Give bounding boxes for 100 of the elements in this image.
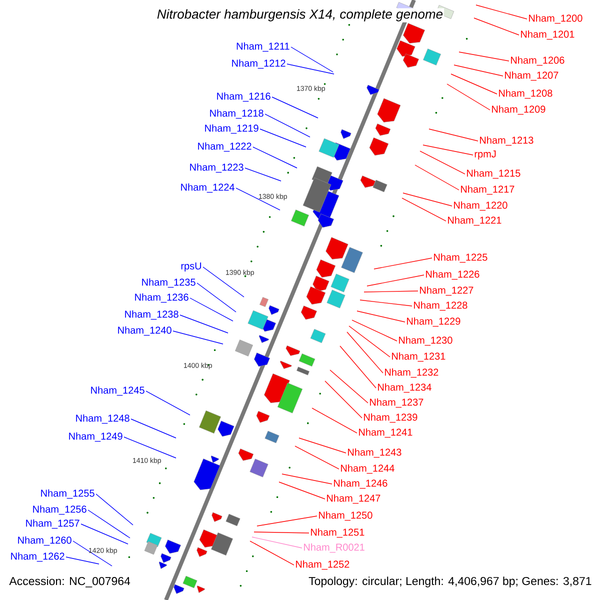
leader-line (146, 390, 190, 416)
leader-line (264, 114, 310, 138)
leader-line (420, 150, 466, 174)
gene-label: Nham_1234 (378, 383, 432, 393)
leader-line (402, 198, 446, 222)
leader-line (340, 346, 376, 388)
leader-line (260, 128, 306, 148)
gene-label: Nham_1244 (341, 464, 394, 474)
genome-info-text: Topology: circular; Length: 4,406,967 bp; Genes: 3,871 (308, 576, 593, 588)
gene-label: Nham_1207 (505, 71, 558, 81)
gene-label: Nham_1240 (118, 326, 172, 336)
leader-line (124, 436, 176, 458)
leader-line (66, 556, 100, 564)
gene-label: Nham_1251 (311, 528, 364, 538)
gene-label: Nham_1201 (521, 30, 574, 40)
gene-label: Nham_1243 (348, 448, 402, 458)
gene-label: Nham_1250 (319, 511, 372, 521)
gene-label: Nham_1223 (190, 163, 244, 173)
gene-label: Nham_1231 (392, 352, 446, 362)
gene-label: Nham_1255 (41, 489, 94, 499)
leader-line (290, 46, 334, 72)
gene-label: Nham_1248 (76, 414, 130, 424)
gene-label: Nham_1262 (11, 552, 64, 562)
leader-line (312, 408, 358, 434)
gene-label: Nham_1208 (499, 89, 552, 99)
gene-label: Nham_1246 (334, 479, 388, 489)
gene-label: Nham_1220 (454, 201, 508, 211)
gene-label: Nham_1209 (492, 105, 546, 115)
leader-line (414, 164, 460, 190)
leader-line (282, 474, 332, 484)
gene-label: Nham_1237 (370, 398, 424, 408)
gene-label: Nham_1249 (69, 432, 122, 442)
gene-label: Nham_1200 (529, 14, 582, 24)
gene-label: Nham_1252 (296, 560, 350, 570)
leader-line (476, 4, 528, 20)
gene-label: Nham_1216 (217, 92, 270, 102)
gene-label: Nham_R0021 (304, 543, 364, 553)
leader-line (202, 266, 244, 298)
gene-label: rpmJ (474, 150, 496, 160)
leader-line (422, 144, 474, 156)
leader-line (244, 168, 282, 182)
leader-line (454, 64, 504, 76)
gene-label: Nham_1238 (125, 310, 178, 320)
accession-text: Accession: NC_007964 (8, 576, 132, 588)
gene-label: Nham_1221 (448, 216, 502, 226)
leader-line (298, 438, 346, 454)
gene-label: Nham_1213 (480, 136, 534, 146)
leader-line (272, 96, 318, 118)
gene-label: Nham_1219 (205, 124, 258, 134)
gene-label: Nham_1226 (426, 270, 480, 280)
leader-line (278, 482, 326, 500)
leader-line (348, 326, 390, 358)
gene-label: rpsU (181, 262, 202, 272)
leader-line (96, 494, 134, 526)
gene-label: Nham_1241 (359, 428, 412, 438)
leader-line (286, 64, 334, 74)
gene-label: Nham_1227 (420, 286, 474, 296)
leader-line (252, 146, 298, 168)
leader-line (172, 330, 224, 344)
leader-line (324, 380, 362, 418)
leader-line (352, 320, 398, 342)
gene-label: Nham_1218 (210, 109, 264, 119)
leader-line (236, 188, 280, 210)
leader-line (364, 290, 418, 292)
leader-line (458, 52, 510, 62)
leader-line (196, 282, 236, 312)
leader-line (366, 274, 424, 286)
leader-line (330, 370, 368, 404)
leader-line (294, 446, 340, 470)
leader-line (346, 332, 384, 374)
gene-label: Nham_1260 (18, 536, 72, 546)
gene-label: Nham_1230 (399, 336, 452, 346)
leader-line (374, 258, 432, 270)
leader-line (72, 540, 112, 566)
title: Nitrobacter hamburgensis X14, complete genome (156, 8, 444, 22)
gene-label: Nham_1235 (142, 278, 196, 288)
leader-line (360, 300, 412, 306)
gene-label: Nham_1206 (511, 56, 564, 66)
gene-label: Nham_1215 (467, 169, 520, 179)
leader-line (474, 18, 520, 36)
leader-line (450, 74, 498, 94)
leader-line (80, 524, 128, 544)
gene-label: Nham_1247 (327, 494, 380, 504)
leader-line (402, 192, 452, 206)
leader-line (356, 310, 406, 322)
gene-label: Nham_1236 (135, 293, 188, 303)
leader-line (256, 516, 318, 526)
gene-label: Nham_1212 (232, 59, 286, 69)
gene-label: Nham_1222 (198, 142, 252, 152)
leader-line (446, 84, 490, 110)
gene-label: Nham_1239 (364, 413, 418, 423)
leader-line (252, 536, 302, 548)
leader-line (250, 540, 294, 566)
leader-line (190, 298, 234, 322)
gene-label: Nham_1232 (385, 368, 438, 378)
leader-line (428, 128, 478, 142)
leader-line (254, 532, 310, 534)
gene-label: Nham_1257 (26, 519, 80, 529)
leader-line (88, 510, 130, 538)
gene-label: Nham_1256 (33, 505, 86, 515)
